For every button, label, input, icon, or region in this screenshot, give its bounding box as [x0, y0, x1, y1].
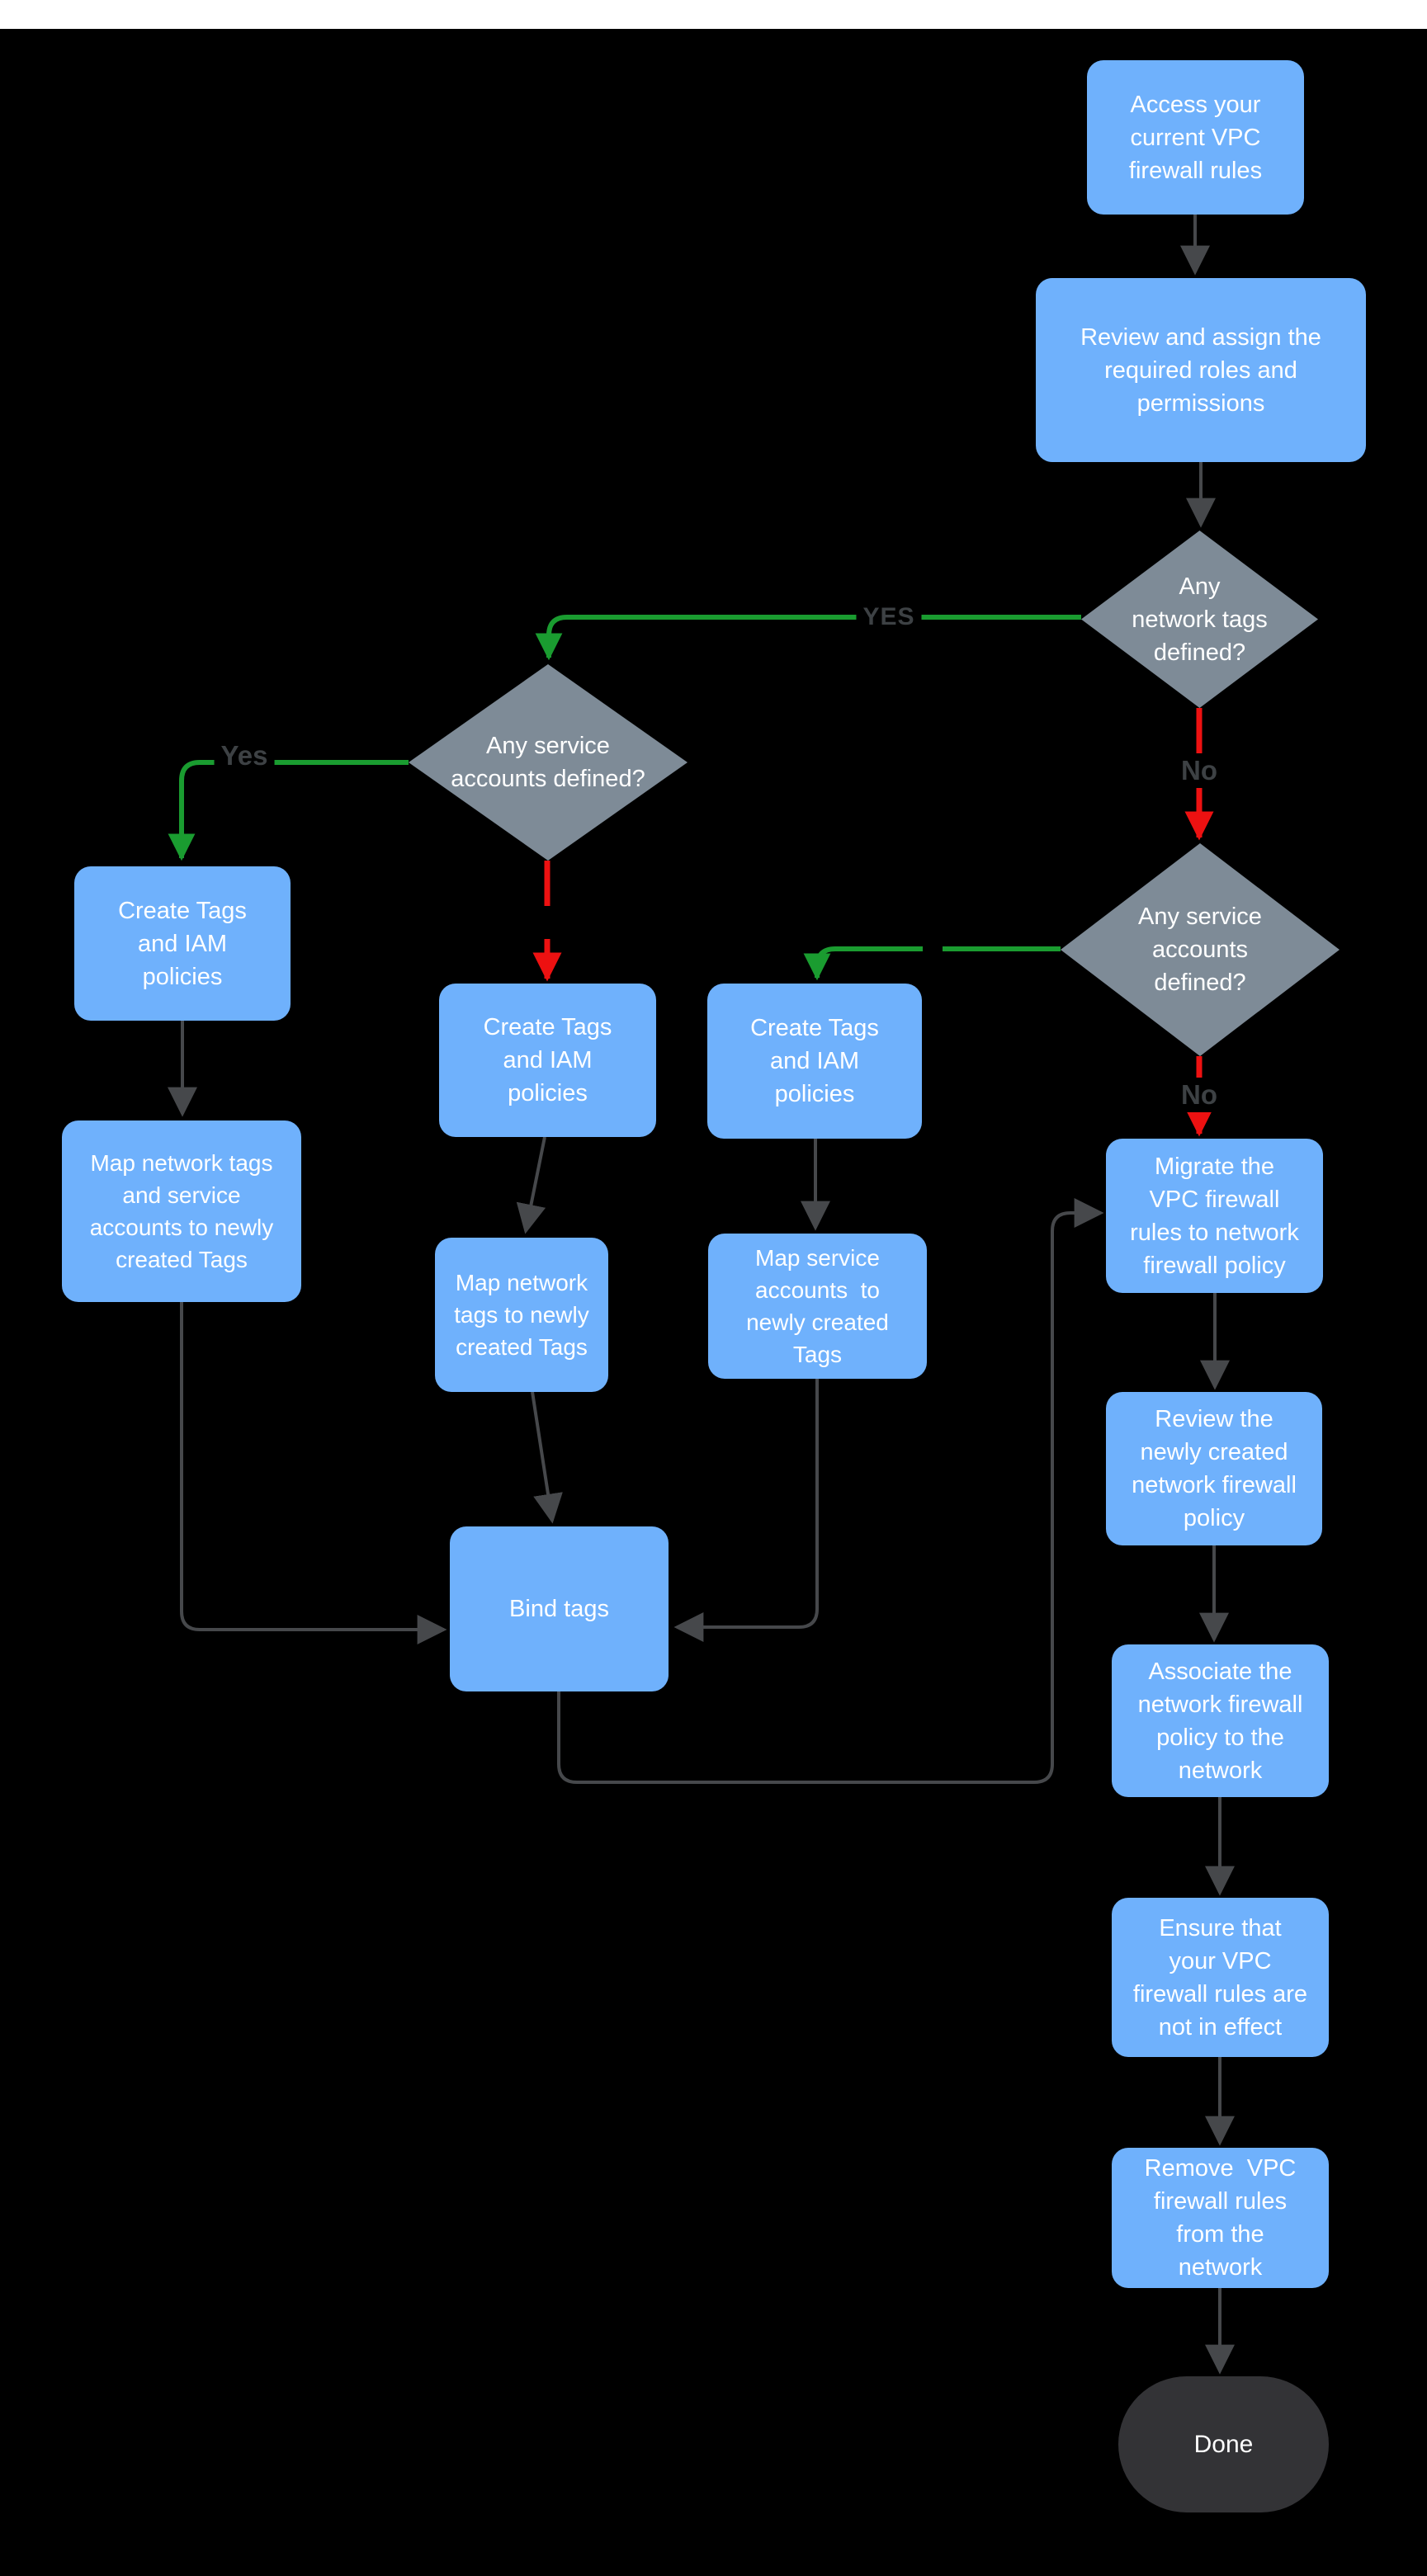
edge-label-yes-network-tags: YES — [856, 602, 922, 633]
node-create-tags-iam-1: Create Tags and IAM policies — [74, 866, 291, 1021]
edge-label-no-network-tags: No — [1174, 753, 1224, 788]
node-map-service-accounts: Map service accounts to newly created Ta… — [708, 1234, 927, 1379]
node-associate-policy: Associate the network firewall policy to… — [1112, 1644, 1329, 1797]
node-migrate-vpc-rules: Migrate the VPC firewall rules to networ… — [1106, 1139, 1323, 1293]
edge-mapnetwork-to-bind — [531, 1391, 563, 1524]
edge-mapboth-to-bind — [180, 1302, 447, 1644]
top-white-bar — [0, 0, 1427, 29]
node-done: Done — [1118, 2376, 1329, 2512]
node-remove-vpc-rules: Remove VPC firewall rules from the netwo… — [1112, 2148, 1329, 2288]
node-bind-tags: Bind tags — [450, 1526, 669, 1691]
edge-yes-serviceacct-right-seg2 — [803, 946, 923, 981]
node-map-network-tags: Map network tags to newly created Tags — [435, 1238, 608, 1392]
edge-mapservice-to-bind — [673, 1379, 819, 1642]
edge-yes-serviceacct-left — [168, 760, 409, 861]
edge-label-yes-service-accounts: Yes — [214, 738, 275, 773]
node-map-network-tags-service-accounts: Map network tags and service accounts to… — [62, 1121, 301, 1302]
node-ensure-rules-not-in-effect: Ensure that your VPC firewall rules are … — [1112, 1898, 1329, 2057]
node-review-firewall-policy: Review the newly created network firewal… — [1106, 1392, 1322, 1545]
node-create-tags-iam-3: Create Tags and IAM policies — [707, 984, 922, 1139]
edge-yes-networktags — [535, 615, 1081, 661]
node-access-vpc-rules: Access your current VPC firewall rules — [1087, 60, 1304, 215]
edge-bind-to-migrate — [557, 1198, 1104, 1784]
edge-create2-to-mapnetwork — [516, 1136, 546, 1234]
node-create-tags-iam-2: Create Tags and IAM policies — [439, 984, 656, 1137]
edge-label-no-service-accounts: No — [1174, 1078, 1224, 1112]
node-review-roles-permissions: Review and assign the required roles and… — [1036, 278, 1366, 462]
